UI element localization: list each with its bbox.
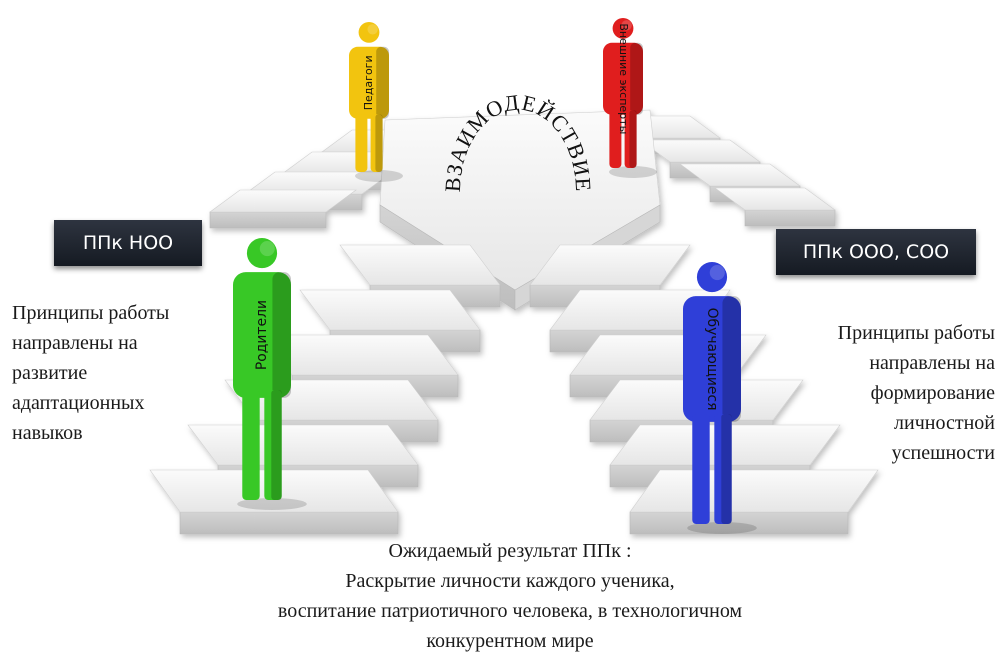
experts-figure-label: Внешние эксперты: [617, 23, 630, 134]
right-text-line: формирование: [838, 378, 995, 408]
left-text-line: развитие: [12, 358, 169, 388]
students-figure-label: Обучающиеся: [704, 308, 720, 411]
right-text-line: направлены на: [838, 348, 995, 378]
result-line: Раскрытие личности каждого ученика,: [230, 566, 790, 596]
ppk-noo-badge: ППк НОО: [54, 220, 202, 266]
ppk-ooo-soo-badge: ППк ООО, СОО: [776, 229, 976, 275]
result-line: воспитание патриотичного человека, в тех…: [230, 596, 790, 626]
right-principles-text: Принципы работы направлены на формирован…: [838, 318, 995, 468]
result-line: конкурентном мире: [230, 626, 790, 656]
left-text-line: навыков: [12, 418, 169, 448]
right-text-line: личностной: [838, 408, 995, 438]
ppk-noo-label: ППк НОО: [83, 232, 173, 254]
right-text-line: Принципы работы: [838, 318, 995, 348]
result-title: Ожидаемый результат ППк :: [230, 536, 790, 566]
teachers-figure-label: Педагоги: [362, 55, 375, 110]
parents-figure-label: Родители: [254, 300, 270, 370]
left-text-line: адаптационных: [12, 388, 169, 418]
right-flight-step: [630, 470, 878, 534]
upper-right-step: [715, 188, 835, 226]
left-text-line: направлены на: [12, 328, 169, 358]
left-principles-text: Принципы работы направлены на развитие а…: [12, 298, 169, 448]
ppk-ooo-soo-label: ППк ООО, СОО: [803, 241, 949, 263]
left-text-line: Принципы работы: [12, 298, 169, 328]
expected-result-text: Ожидаемый результат ППк : Раскрытие личн…: [230, 536, 790, 656]
right-text-line: успешности: [838, 438, 995, 468]
